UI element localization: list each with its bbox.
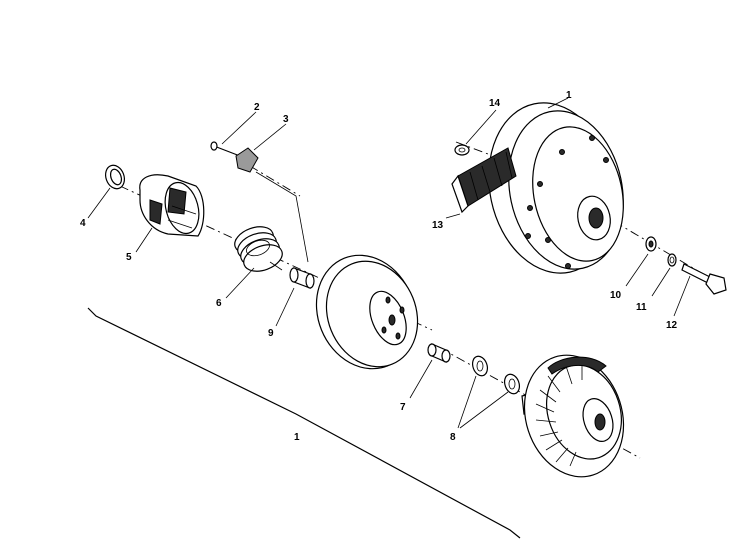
part-14-washer xyxy=(454,144,470,156)
part-13-belt xyxy=(451,147,517,214)
part-9-bushing xyxy=(289,267,315,289)
leader-lines xyxy=(87,97,691,429)
part-3-cap xyxy=(235,147,259,173)
assembled-clutch xyxy=(488,102,624,274)
callout-11: 11 xyxy=(636,302,647,313)
part-6-spring xyxy=(234,226,283,272)
callout-1: 1 xyxy=(566,90,572,101)
guide-line xyxy=(255,171,309,263)
part-10-washer xyxy=(645,236,657,252)
callout-14: 14 xyxy=(489,98,501,109)
callout-5: 5 xyxy=(126,252,132,263)
movable-sheave xyxy=(315,254,419,370)
callout-9: 9 xyxy=(268,328,274,339)
part-5-spider xyxy=(139,174,205,237)
fixed-sheave xyxy=(521,354,625,478)
part-8-washers xyxy=(471,355,521,395)
callout-4: 4 xyxy=(80,218,86,229)
center-axis-line xyxy=(249,165,301,197)
callout-12: 12 xyxy=(666,320,678,331)
part-11-lock-washer xyxy=(667,253,677,267)
callout-2: 2 xyxy=(254,102,260,113)
callout-3: 3 xyxy=(283,114,289,125)
callout-6: 6 xyxy=(216,298,222,309)
part-2-bolt xyxy=(210,141,241,157)
callout-1: 1 xyxy=(294,432,300,443)
callout-8: 8 xyxy=(450,432,456,443)
part-4-snap-ring xyxy=(104,164,126,190)
callout-7: 7 xyxy=(400,402,406,413)
assembly-bracket xyxy=(87,307,521,539)
part-12-bolt xyxy=(681,263,727,295)
callout-13: 13 xyxy=(432,220,444,231)
part-7-bushing xyxy=(427,343,451,363)
callout-10: 10 xyxy=(610,290,622,301)
